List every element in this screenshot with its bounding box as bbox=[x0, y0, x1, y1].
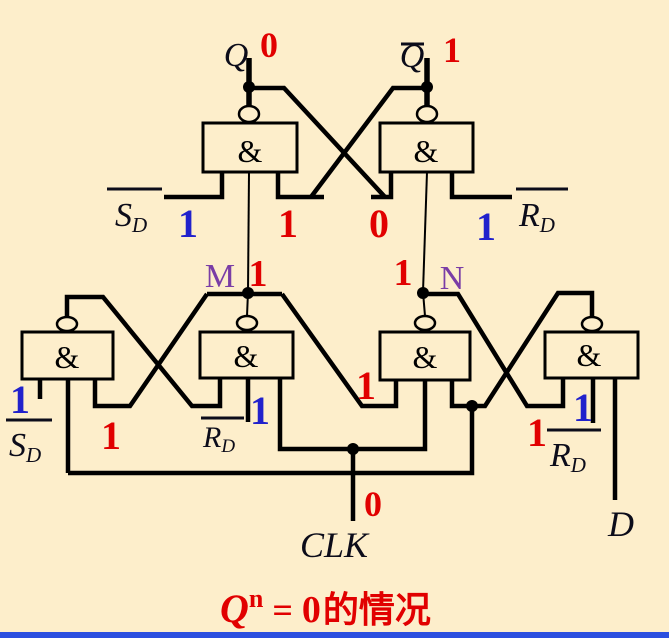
wire-q-crosscouple bbox=[249, 85, 387, 199]
d-input-label: D bbox=[607, 504, 634, 544]
rd-g2-sub: D bbox=[220, 436, 235, 457]
inversion-bubble-g4 bbox=[580, 315, 604, 333]
rd-g4-value: 1 bbox=[573, 385, 593, 430]
junction-qbar bbox=[421, 81, 433, 93]
node-m-label: M bbox=[205, 258, 235, 295]
junction-n bbox=[417, 287, 429, 299]
g4-input-value: 1 bbox=[527, 410, 547, 455]
sd-bottom-sub: D bbox=[25, 443, 41, 467]
q-value: 0 bbox=[260, 25, 278, 65]
wire-n-to-g4 bbox=[423, 291, 566, 409]
wire-m-to-g3 bbox=[280, 292, 399, 409]
wire-g4-feedback-rail bbox=[68, 406, 475, 476]
caption-q: Q bbox=[220, 586, 249, 631]
junction-g4-feedback bbox=[466, 400, 478, 412]
wire-rd-top bbox=[449, 172, 512, 200]
wire-sd-top bbox=[164, 172, 225, 200]
inversion-bubble-g6 bbox=[415, 104, 439, 124]
inversion-bubble-g3 bbox=[413, 314, 437, 332]
sd-top-sub: D bbox=[131, 213, 147, 237]
rd-g2-base: R bbox=[202, 421, 221, 454]
and-symbol-g5: & bbox=[238, 133, 263, 169]
labels: Q 0 Q 1 SD 1 1 0 1 RD M 1 1 N 1 SD 1 RD … bbox=[6, 25, 634, 565]
bottom-bar bbox=[0, 632, 669, 638]
wire-q-crosscouple-stub bbox=[371, 172, 394, 200]
caption-exponent: n bbox=[249, 584, 264, 613]
inversion-bubble-g1 bbox=[55, 315, 79, 333]
wire-n-feed bbox=[422, 171, 428, 293]
wire-g4-output bbox=[449, 290, 595, 409]
wire-qbar-crosscouple bbox=[309, 85, 427, 199]
nand-gate-g3 bbox=[378, 330, 472, 382]
nand-gate-g2 bbox=[198, 330, 295, 380]
wire-m-feed bbox=[247, 171, 250, 293]
rd-top-base: R bbox=[518, 197, 540, 234]
g3-input-value: 1 bbox=[356, 363, 376, 408]
rd-top-label: RD bbox=[518, 197, 555, 237]
inversion-bubble-g2 bbox=[235, 314, 259, 332]
sd-bottom-label: SD bbox=[9, 427, 41, 467]
node-n-value: 1 bbox=[394, 252, 413, 294]
clk-value: 0 bbox=[364, 484, 382, 524]
clk-label: CLK bbox=[300, 525, 370, 565]
and-symbol-g3: & bbox=[413, 339, 438, 375]
junction-clk bbox=[347, 443, 359, 455]
g5-feedback-value: 1 bbox=[278, 201, 298, 246]
rd-g2-value: 1 bbox=[250, 388, 270, 433]
rd-g4-label: RD bbox=[549, 437, 586, 477]
caption: Qn =0的情况 bbox=[220, 584, 431, 631]
sd-top-label: SD bbox=[115, 197, 147, 237]
and-symbol-g2: & bbox=[234, 338, 259, 374]
qbar-value: 1 bbox=[443, 30, 461, 70]
caption-value: 0 bbox=[302, 589, 321, 631]
g1-output-value: 1 bbox=[101, 413, 121, 458]
caption-equals: = bbox=[272, 590, 293, 630]
wire-g1-output bbox=[64, 294, 223, 409]
g6-cross-value: 0 bbox=[369, 201, 389, 246]
rd-top-value: 1 bbox=[476, 204, 496, 249]
node-n-label: N bbox=[440, 260, 465, 297]
and-symbol-g4: & bbox=[577, 337, 602, 373]
inversion-bubble-g5 bbox=[237, 104, 261, 124]
wires bbox=[37, 58, 618, 521]
sd-bottom-base: S bbox=[9, 427, 26, 464]
q-label: Q bbox=[224, 37, 249, 74]
sd-top-base: S bbox=[115, 197, 132, 234]
wire-qbar-crosscouple-stub bbox=[275, 172, 324, 200]
wire-m-to-g1 bbox=[92, 292, 209, 409]
junction-dots bbox=[242, 81, 478, 455]
sd-top-value: 1 bbox=[178, 201, 198, 246]
node-m-value: 1 bbox=[249, 253, 268, 295]
sd-bottom-value: 1 bbox=[10, 377, 30, 422]
rd-g2-label: RD bbox=[202, 421, 235, 457]
and-symbol-g1: & bbox=[55, 339, 80, 375]
junction-q bbox=[243, 81, 255, 93]
junction-m bbox=[242, 287, 254, 299]
and-symbol-g6: & bbox=[414, 133, 439, 169]
nand-gates: & & & & & & bbox=[20, 104, 640, 382]
caption-suffix: 的情况 bbox=[323, 590, 431, 630]
rd-g4-base: R bbox=[549, 437, 571, 474]
rd-top-sub: D bbox=[539, 213, 555, 237]
rd-g4-sub: D bbox=[570, 453, 586, 477]
